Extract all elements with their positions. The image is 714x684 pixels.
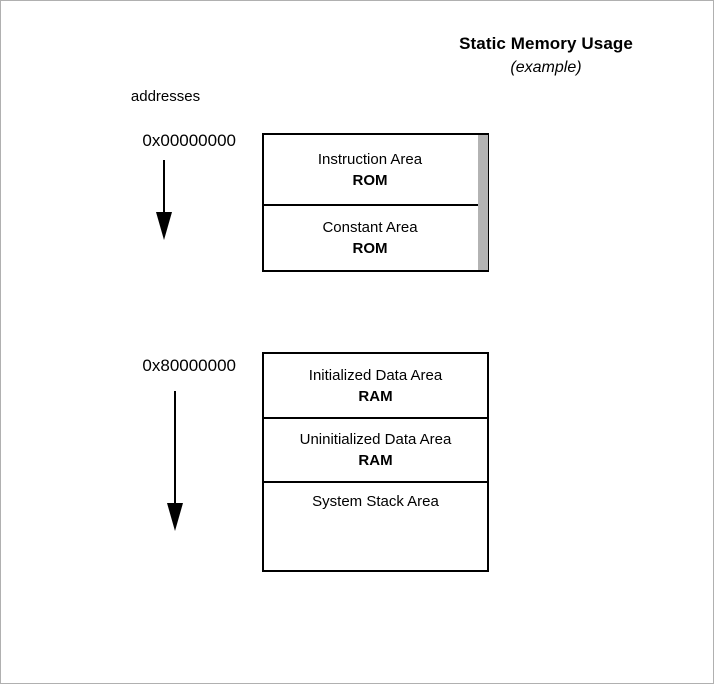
arrow-head-icon xyxy=(167,503,183,531)
arrow-shaft xyxy=(163,160,165,214)
segment-type: RAM xyxy=(358,387,393,405)
diagram-title-block: Static Memory Usage (example) xyxy=(401,33,691,79)
ram-memory-box: Initialized Data Area RAM Uninitialized … xyxy=(262,352,489,572)
memory-segment-system-stack-area: System Stack Area xyxy=(264,481,487,570)
ram-base-address-label: 0x80000000 xyxy=(142,356,236,375)
segment-type: RAM xyxy=(358,452,393,469)
segment-name: Initialized Data Area xyxy=(308,366,443,384)
segment-name: Constant Area xyxy=(322,219,418,236)
rom-address-direction-arrow xyxy=(148,160,180,240)
rom-base-address-label: 0x00000000 xyxy=(142,131,236,150)
arrow-head-icon xyxy=(156,212,172,240)
arrow-shaft xyxy=(174,391,176,505)
memory-segment-initialized-data-area: Initialized Data Area RAM xyxy=(264,354,487,417)
memory-segment-uninitialized-data-area: Uninitialized Data Area RAM xyxy=(264,417,487,481)
segment-type: ROM xyxy=(352,240,388,257)
segment-type: ROM xyxy=(352,171,388,189)
segment-name: System Stack Area xyxy=(312,493,439,510)
segment-name: Instruction Area xyxy=(317,150,423,168)
rom-memory-box: Instruction Area ROM Constant Area ROM xyxy=(262,133,489,272)
addresses-label: addresses xyxy=(130,88,201,105)
memory-segment-constant-area: Constant Area ROM xyxy=(264,204,487,270)
segment-name: Uninitialized Data Area xyxy=(299,431,452,448)
page-subtitle: (example) xyxy=(510,59,582,76)
rom-side-bar xyxy=(478,135,488,270)
page-title: Static Memory Usage xyxy=(459,34,633,53)
memory-segment-instruction-area: Instruction Area ROM xyxy=(264,135,487,204)
ram-address-direction-arrow xyxy=(159,391,191,531)
